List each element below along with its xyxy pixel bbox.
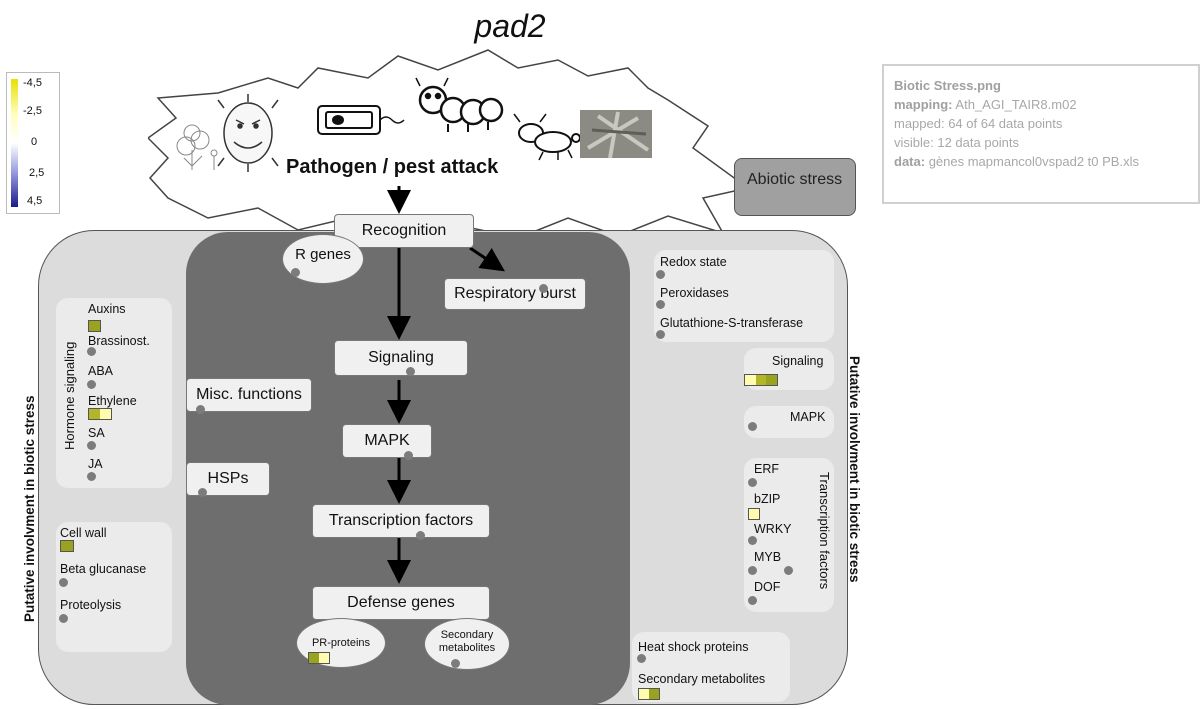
expression-square [88, 320, 101, 332]
expression-square [88, 408, 112, 420]
data-point-dot [87, 347, 96, 356]
hormone-item: JA [88, 457, 103, 471]
misc-functions-node[interactable]: Misc. functions [186, 378, 312, 412]
color-scale-legend: -4,5 -2,5 0 2,5 4,5 [6, 72, 60, 214]
data-point-dot [416, 531, 425, 540]
heat-shock-item: Secondary metabolites [638, 672, 766, 686]
data-point-dot [451, 659, 460, 668]
data-point-dot [748, 536, 757, 545]
caterpillar-icon [415, 77, 504, 132]
data-point-dot [87, 380, 96, 389]
data-point-dot [196, 405, 205, 414]
right-signaling-label: Signaling [772, 354, 824, 368]
hormone-item: Auxins [88, 302, 126, 316]
right-mapk-panel [744, 406, 834, 438]
color-scale-bar [11, 79, 18, 207]
data-point-dot [748, 422, 757, 431]
data-point-dot [539, 284, 548, 293]
mapk-node[interactable]: MAPK [342, 424, 432, 458]
expression-square [744, 374, 778, 386]
data-point-dot [198, 488, 207, 497]
transcription-factors-node[interactable]: Transcription factors [312, 504, 490, 538]
secondary-metabolites-node[interactable]: Secondary metabolites [424, 618, 510, 670]
tf-panel-title: Transcription factors [817, 472, 832, 590]
pathogen-starburst [148, 49, 748, 238]
right-side-label: Putative involvment in biotic stress [847, 356, 862, 583]
tf-item: WRKY [754, 522, 792, 536]
signaling-node[interactable]: Signaling [334, 340, 468, 376]
expression-square [308, 652, 330, 664]
cell-wall-item: Beta glucanase [60, 562, 147, 576]
hormone-item: SA [88, 426, 105, 440]
visible-count: visible: 12 data points [894, 135, 1020, 150]
data-label: data: [894, 154, 926, 169]
expression-square [60, 540, 74, 552]
data-point-dot [59, 614, 68, 623]
respiratory-burst-node[interactable]: Respiratory burst [444, 278, 586, 310]
hormone-signaling-panel [56, 298, 172, 488]
redox-item: Peroxidases [660, 286, 729, 300]
data-point-dot [406, 367, 415, 376]
tf-item: ERF [754, 462, 779, 476]
mapping-label: mapping: [894, 97, 953, 112]
abiotic-stress-box[interactable]: Abiotic stress [734, 158, 856, 216]
cell-wall-panel [56, 522, 172, 652]
data-point-dot [291, 268, 300, 277]
redox-item: Glutathione-S-transferase [660, 316, 804, 330]
redox-item: Redox state [660, 255, 727, 269]
data-point-dot [87, 472, 96, 481]
data-point-dot [59, 578, 68, 587]
data-point-dot [656, 330, 665, 339]
cell-wall-item: Proteolysis [60, 598, 122, 612]
data-point-dot [748, 596, 757, 605]
legend-tick: -2,5 [23, 105, 42, 117]
virus-icon [217, 94, 279, 172]
tf-item: MYB [754, 550, 782, 564]
legend-tick: 2,5 [29, 167, 45, 179]
recognition-node[interactable]: Recognition [334, 214, 474, 248]
redox-panel [654, 250, 834, 342]
hormone-item: Brassinost. [88, 334, 150, 348]
file-name: Biotic Stress.png [894, 78, 1001, 93]
data-point-dot [87, 441, 96, 450]
mapped-count: mapped: 64 of 64 data points [894, 116, 1063, 131]
cell-wall-item: Cell wall [60, 526, 107, 540]
defense-genes-node[interactable]: Defense genes [312, 586, 490, 620]
data-file: gènes mapmancol0vspad2 t0 PB.xls [928, 154, 1139, 169]
left-side-label: Putative involvment in biotic stress [22, 395, 37, 622]
insect-icon [513, 113, 581, 161]
transcription-factors-panel [744, 458, 834, 612]
data-point-dot [404, 451, 413, 460]
tf-item: DOF [754, 580, 781, 594]
legend-tick: 4,5 [27, 195, 43, 207]
hsps-node[interactable]: HSPs [186, 462, 270, 496]
legend-tick: -4,5 [23, 77, 42, 89]
right-mapk-label: MAPK [790, 410, 826, 424]
data-point-dot [784, 566, 793, 575]
hormone-item: ABA [88, 364, 114, 378]
expression-square [748, 508, 760, 520]
pathogen-attack-label: Pathogen / pest attack [286, 156, 499, 178]
bacterium-icon [317, 105, 405, 135]
plant-icon [176, 124, 218, 170]
tf-item: bZIP [754, 492, 781, 506]
data-point-dot [656, 270, 665, 279]
legend-tick: 0 [31, 136, 38, 148]
data-point-dot [748, 566, 757, 575]
mapping-value: Ath_AGI_TAIR8.m02 [955, 97, 1077, 112]
data-point-dot [637, 654, 646, 663]
info-panel: Biotic Stress.png mapping: Ath_AGI_TAIR8… [882, 64, 1200, 204]
hormone-signaling-title: Hormone signaling [62, 341, 77, 450]
heat-shock-item: Heat shock proteins [638, 640, 749, 654]
page-title: pad2 [474, 8, 546, 44]
data-point-dot [748, 478, 757, 487]
hormone-item: Ethylene [88, 394, 137, 408]
expression-square [638, 688, 660, 700]
data-point-dot [656, 300, 665, 309]
